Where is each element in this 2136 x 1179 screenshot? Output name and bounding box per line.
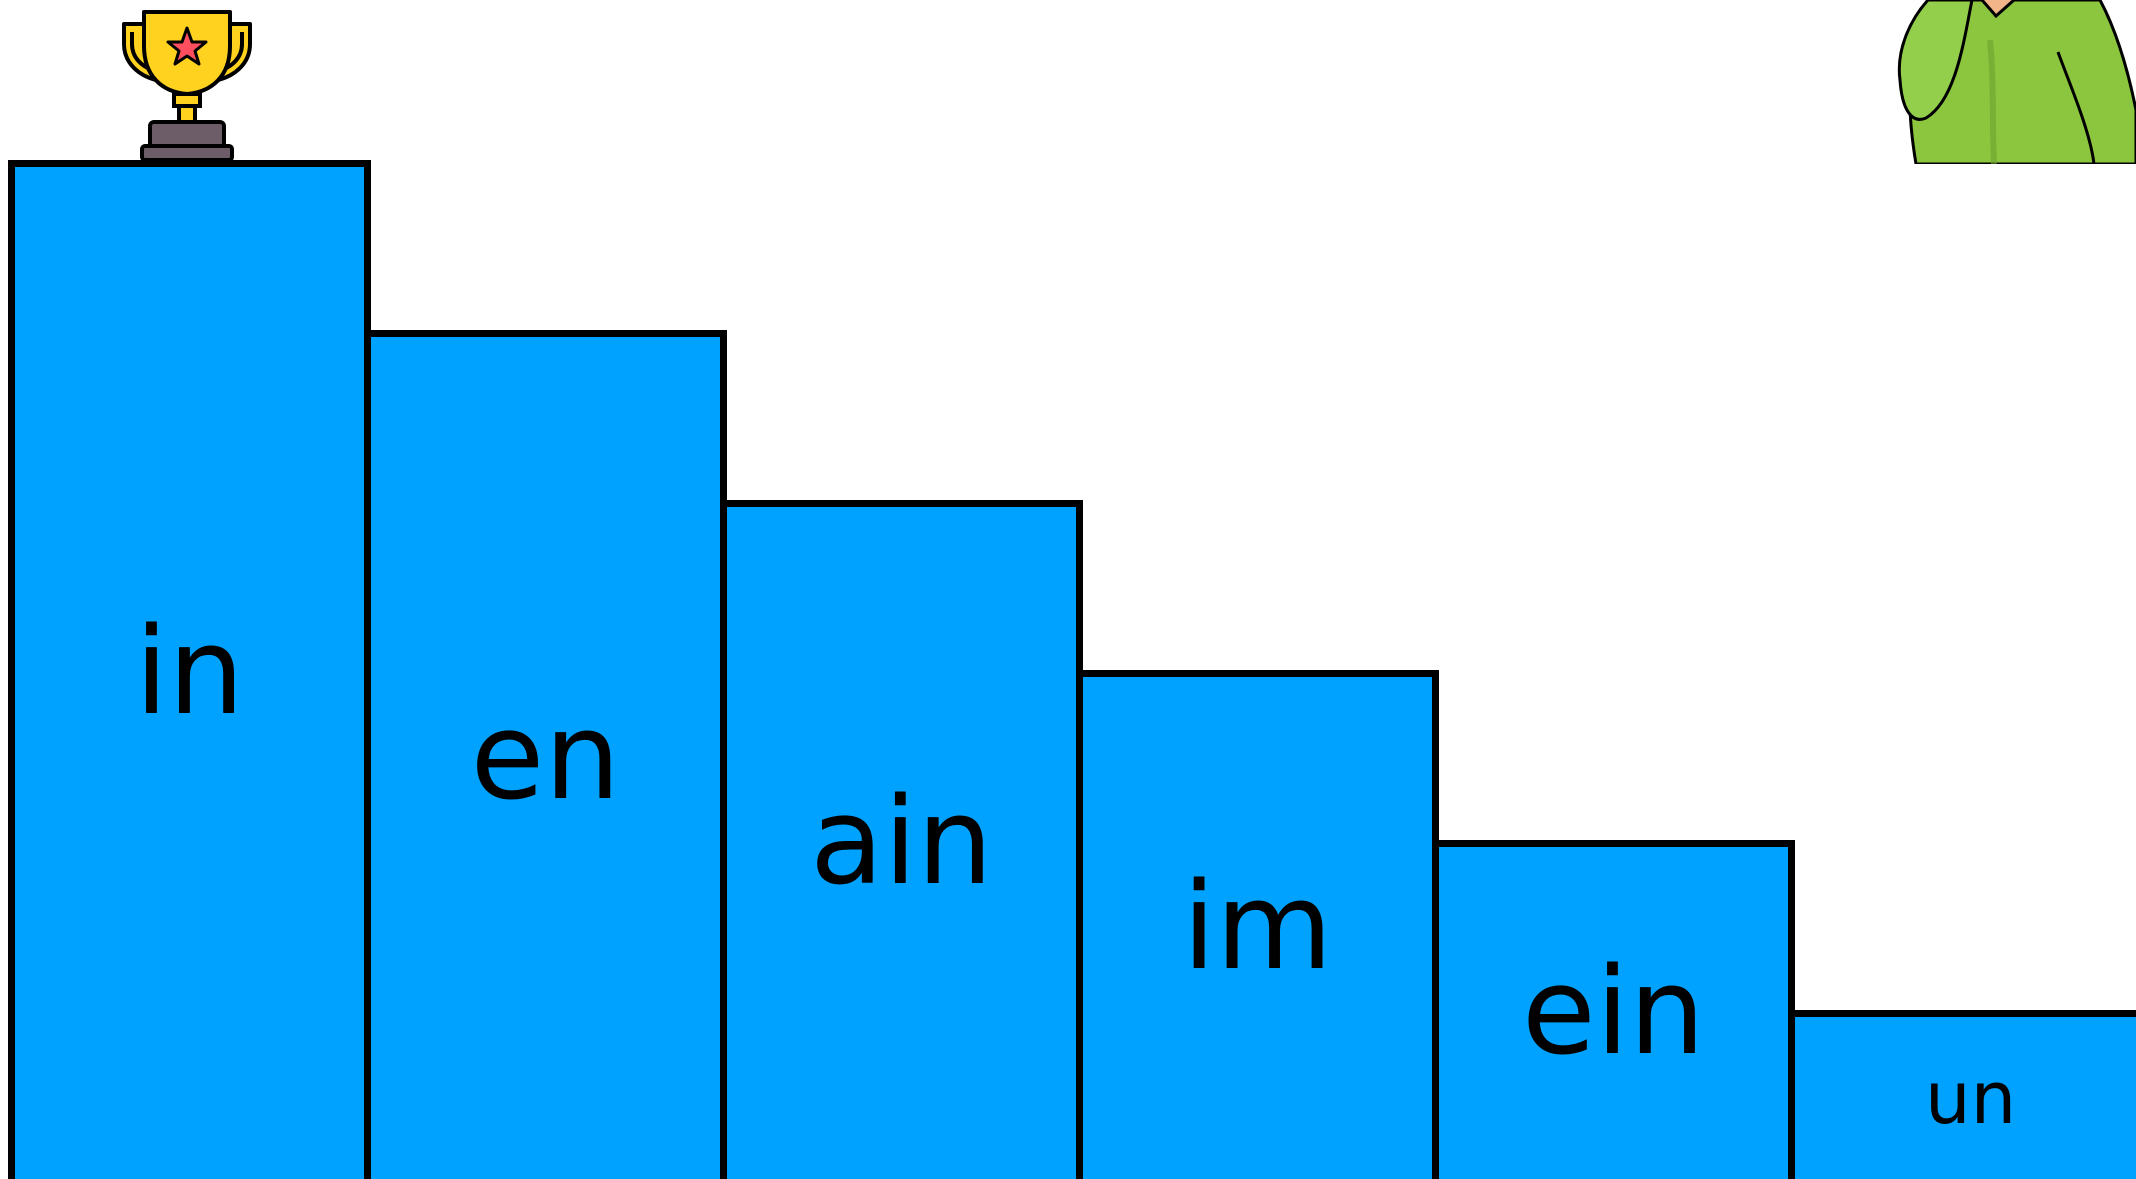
step-un[interactable]: un <box>1788 1010 2136 1179</box>
step-label: im <box>1182 858 1333 997</box>
step-label: en <box>470 688 621 827</box>
step-ain[interactable]: ain <box>720 500 1083 1179</box>
step-label: ain <box>810 773 993 912</box>
step-label: un <box>1925 1056 2017 1140</box>
step-im[interactable]: im <box>1076 670 1439 1179</box>
trophy-icon <box>122 10 252 162</box>
step-label: ein <box>1521 943 1706 1082</box>
player-character-icon <box>1897 0 2136 164</box>
step-in[interactable]: in <box>8 160 371 1179</box>
step-ein[interactable]: ein <box>1432 840 1795 1179</box>
step-label: in <box>134 603 245 742</box>
step-en[interactable]: en <box>364 330 727 1179</box>
star-icon <box>166 26 208 66</box>
